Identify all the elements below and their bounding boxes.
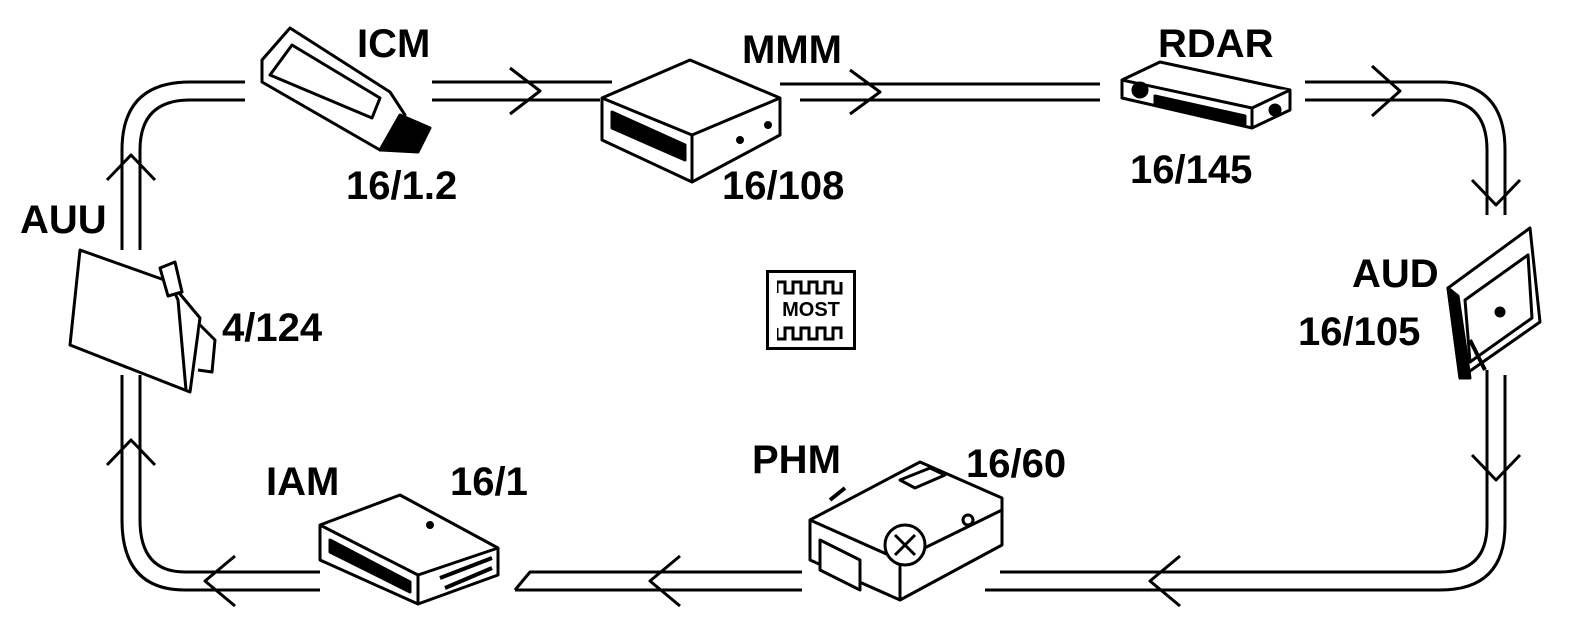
phm-module-drawing <box>808 460 1004 602</box>
most-bus-badge: MOST <box>766 270 856 350</box>
iam-code: 16/1 <box>450 460 528 504</box>
mmm-code: 16/108 <box>722 164 845 208</box>
phm-name: PHM <box>752 438 841 482</box>
icm-code: 16/1.2 <box>346 164 458 208</box>
phm-code: 16/60 <box>966 442 1067 486</box>
ring-segment-rdar-aud <box>1305 64 1522 215</box>
ring-segment-phm-iam <box>513 554 802 608</box>
aud-code: 16/105 <box>1298 310 1421 354</box>
ring-segment-auu-icm <box>105 80 245 250</box>
most-label: MOST <box>782 299 840 321</box>
ring-segment-icm-mmm <box>432 66 612 116</box>
auu-module-drawing <box>68 248 217 394</box>
ring-segment-mmm-rdar <box>780 68 1100 116</box>
auu-code: 4/124 <box>222 306 323 350</box>
mmm-module-drawing <box>600 58 782 184</box>
icm-name: ICM <box>357 22 431 66</box>
rdar-module-drawing <box>1120 60 1292 130</box>
square-wave-icon <box>777 280 843 295</box>
aud-module-drawing <box>1446 226 1542 380</box>
iam-name: IAM <box>266 460 340 504</box>
iam-module-drawing <box>318 493 500 606</box>
auu-name: AUU <box>20 198 107 242</box>
icm-module-drawing <box>260 26 432 154</box>
rdar-name: RDAR <box>1158 22 1274 66</box>
aud-name: AUD <box>1352 252 1439 296</box>
ring-segment-aud-phm <box>985 370 1522 608</box>
rdar-code: 16/145 <box>1130 148 1253 192</box>
mmm-name: MMM <box>742 28 842 72</box>
ring-segment-iam-auu <box>105 375 320 608</box>
square-wave-icon <box>777 326 843 341</box>
